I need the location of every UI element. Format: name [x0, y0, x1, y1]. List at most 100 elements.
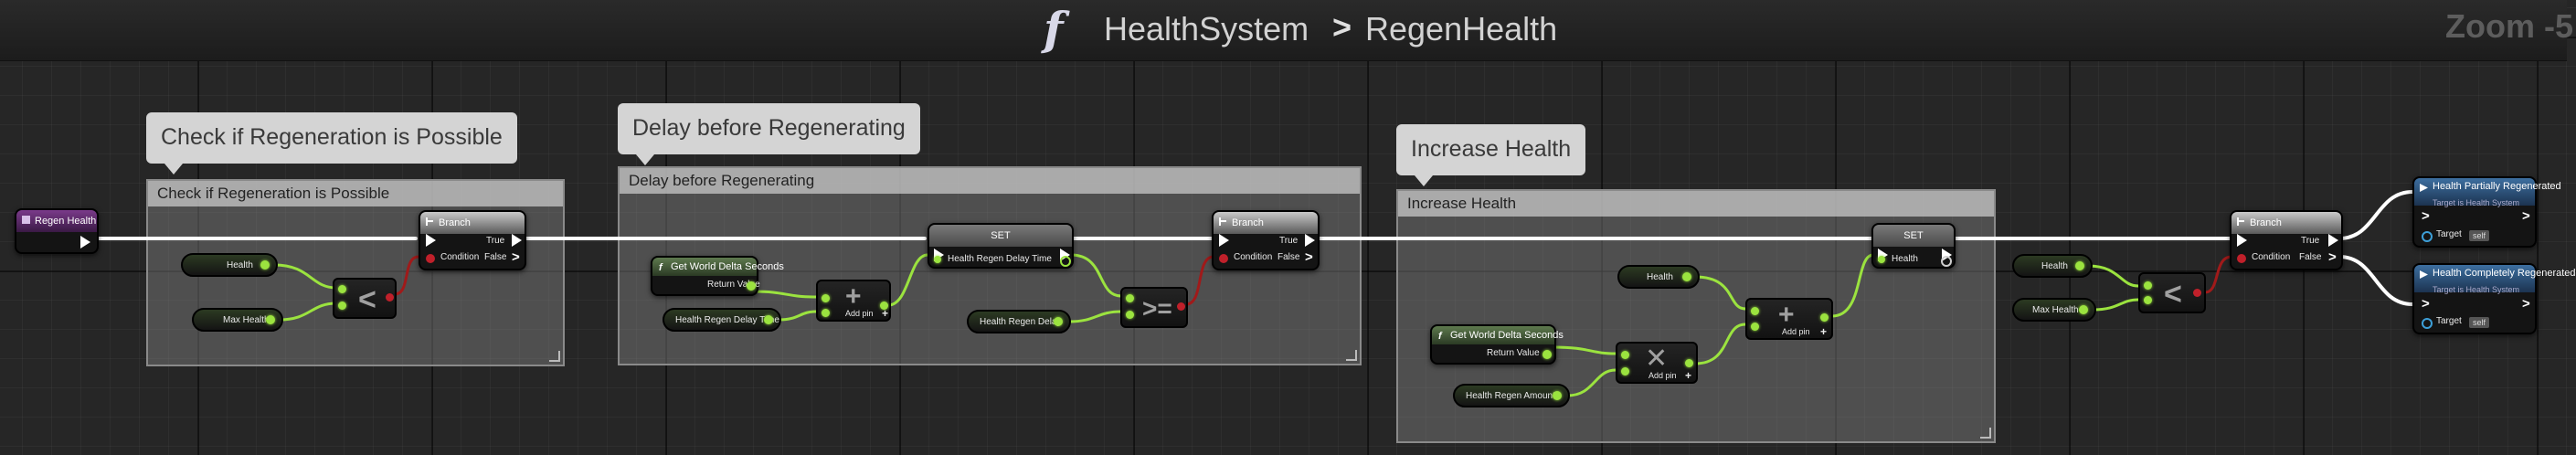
- self-value[interactable]: self: [2469, 317, 2490, 328]
- pin-label: True: [486, 236, 505, 246]
- return-value-pin[interactable]: [747, 281, 756, 291]
- value-in-pin[interactable]: [1878, 256, 1885, 263]
- self-value[interactable]: self: [2469, 230, 2490, 241]
- output-pin[interactable]: [1054, 317, 1063, 326]
- false-exec-pin[interactable]: >: [2328, 249, 2337, 265]
- output-pin[interactable]: [764, 315, 773, 324]
- input-pin-b[interactable]: [822, 309, 830, 317]
- input-pin-a[interactable]: [2144, 281, 2152, 290]
- input-pin-b[interactable]: [338, 302, 346, 310]
- breadcrumb-parent[interactable]: HealthSystem: [1104, 10, 1309, 48]
- get-world-delta-seconds-node[interactable]: f Get World Delta Seconds Return Value: [651, 256, 784, 296]
- var-get-health[interactable]: Health: [2012, 254, 2093, 278]
- exec-in-pin[interactable]: [426, 234, 436, 247]
- true-exec-pin[interactable]: [512, 234, 522, 247]
- add-node[interactable]: + Add pin +: [816, 280, 891, 322]
- var-get-health[interactable]: Health: [181, 253, 278, 277]
- exec-out-pin[interactable]: [1942, 249, 1952, 261]
- var-get-max-health[interactable]: Max Health: [192, 308, 283, 332]
- exec-out-pin[interactable]: >: [2522, 208, 2530, 224]
- input-pin-b[interactable]: [2144, 296, 2152, 304]
- get-world-delta-seconds-node[interactable]: f Get World Delta Seconds Return Value: [1430, 324, 1564, 365]
- false-exec-pin[interactable]: >: [512, 249, 520, 265]
- exec-in-pin[interactable]: [934, 249, 944, 261]
- var-get-max-health[interactable]: Max Health: [2012, 298, 2096, 322]
- call-health-partially-regenerated-node[interactable]: Health Partially Regenerated Target is H…: [2412, 176, 2561, 248]
- var-get-health-regen-amount[interactable]: Health Regen Amount: [1453, 384, 1570, 407]
- pin-label: False: [484, 252, 507, 262]
- target-pin[interactable]: [2422, 231, 2433, 242]
- condition-pin[interactable]: [1219, 254, 1228, 263]
- input-pin-a[interactable]: [338, 285, 346, 293]
- target-pin[interactable]: [2422, 318, 2433, 329]
- result-pin[interactable]: [880, 302, 888, 310]
- return-value-pin[interactable]: [1542, 350, 1552, 359]
- input-pin-a[interactable]: [1126, 294, 1134, 302]
- add-pin-icon[interactable]: +: [1685, 369, 1692, 382]
- input-pin-a[interactable]: [1621, 351, 1629, 359]
- output-pin[interactable]: [2075, 261, 2084, 270]
- value-in-pin[interactable]: [934, 256, 941, 263]
- pin-label: False: [1277, 252, 1300, 262]
- comment-title: Increase Health: [1398, 191, 1994, 217]
- output-pin[interactable]: [260, 260, 270, 270]
- var-get-health[interactable]: Health: [1617, 265, 1700, 289]
- exec-in-pin[interactable]: >: [2422, 208, 2430, 224]
- condition-pin[interactable]: [2237, 254, 2246, 263]
- add-node[interactable]: + Add pin +: [1745, 298, 1833, 340]
- node-header: f Get World Delta Seconds: [1432, 326, 1564, 344]
- input-pin-b[interactable]: [1621, 367, 1629, 376]
- set-health-node[interactable]: SET Health: [1871, 223, 1956, 269]
- comment-bubble-increase-health[interactable]: Increase Health: [1396, 124, 1586, 186]
- input-pin-b[interactable]: [1751, 323, 1759, 331]
- input-pin-b[interactable]: [1126, 311, 1134, 319]
- svg-text:f: f: [659, 262, 663, 273]
- less-than-node[interactable]: <: [2138, 272, 2206, 313]
- input-pin-a[interactable]: [822, 294, 830, 302]
- true-exec-pin[interactable]: [1305, 234, 1315, 247]
- add-pin-label[interactable]: Add pin: [1648, 371, 1677, 380]
- exec-out-pin[interactable]: [1060, 249, 1070, 261]
- comment-bubble-check-regeneration[interactable]: Check if Regeneration is Possible: [146, 112, 517, 175]
- exec-in-pin[interactable]: [1219, 234, 1229, 247]
- condition-pin[interactable]: [426, 254, 435, 263]
- true-exec-pin[interactable]: [2328, 234, 2338, 247]
- resize-grip-icon[interactable]: [1980, 428, 1991, 439]
- result-pin[interactable]: [1177, 302, 1185, 311]
- var-get-health-regen-delay[interactable]: Health Regen Delay: [967, 310, 1071, 333]
- input-pin-a[interactable]: [1751, 307, 1759, 315]
- value-out-pin[interactable]: [1941, 256, 1952, 267]
- output-pin[interactable]: [266, 315, 275, 324]
- exec-out-pin[interactable]: [80, 236, 90, 249]
- less-than-node[interactable]: <: [333, 278, 397, 319]
- resize-grip-icon[interactable]: [549, 351, 560, 362]
- branch-node[interactable]: Branch Condition True False >: [2230, 210, 2343, 270]
- branch-node[interactable]: Branch Condition True False >: [1212, 210, 1320, 270]
- exec-in-pin[interactable]: >: [2422, 296, 2430, 312]
- add-pin-label[interactable]: Add pin: [845, 309, 874, 318]
- function-entry-node[interactable]: Regen Health: [15, 208, 99, 254]
- output-pin[interactable]: [1682, 272, 1691, 281]
- value-out-pin[interactable]: [1060, 256, 1071, 267]
- output-pin[interactable]: [1553, 391, 1562, 400]
- exec-in-pin[interactable]: [2237, 234, 2247, 247]
- result-pin[interactable]: [1820, 313, 1829, 322]
- add-pin-label[interactable]: Add pin: [1782, 327, 1810, 336]
- var-get-health-regen-delay-time[interactable]: Health Regen Delay Time: [663, 308, 781, 332]
- exec-in-pin[interactable]: [1878, 249, 1888, 261]
- result-pin[interactable]: [386, 293, 394, 302]
- exec-out-pin[interactable]: >: [2522, 296, 2530, 312]
- resize-grip-icon[interactable]: [1346, 350, 1357, 361]
- set-health-regen-delay-time-node[interactable]: SET Health Regen Delay Time: [928, 223, 1074, 269]
- false-exec-pin[interactable]: >: [1305, 249, 1313, 265]
- output-pin[interactable]: [2079, 305, 2088, 314]
- call-health-completely-regenerated-node[interactable]: Health Completely Regenerated Target is …: [2412, 263, 2576, 334]
- branch-node[interactable]: Branch Condition True False >: [419, 210, 526, 270]
- greater-equal-node[interactable]: >=: [1120, 287, 1188, 328]
- add-pin-icon[interactable]: +: [882, 307, 889, 320]
- result-pin[interactable]: [1685, 359, 1693, 367]
- result-pin[interactable]: [2193, 289, 2201, 297]
- add-pin-icon[interactable]: +: [1820, 325, 1828, 338]
- comment-bubble-delay[interactable]: Delay before Regenerating: [618, 103, 920, 165]
- multiply-node[interactable]: ✕ Add pin +: [1616, 342, 1698, 384]
